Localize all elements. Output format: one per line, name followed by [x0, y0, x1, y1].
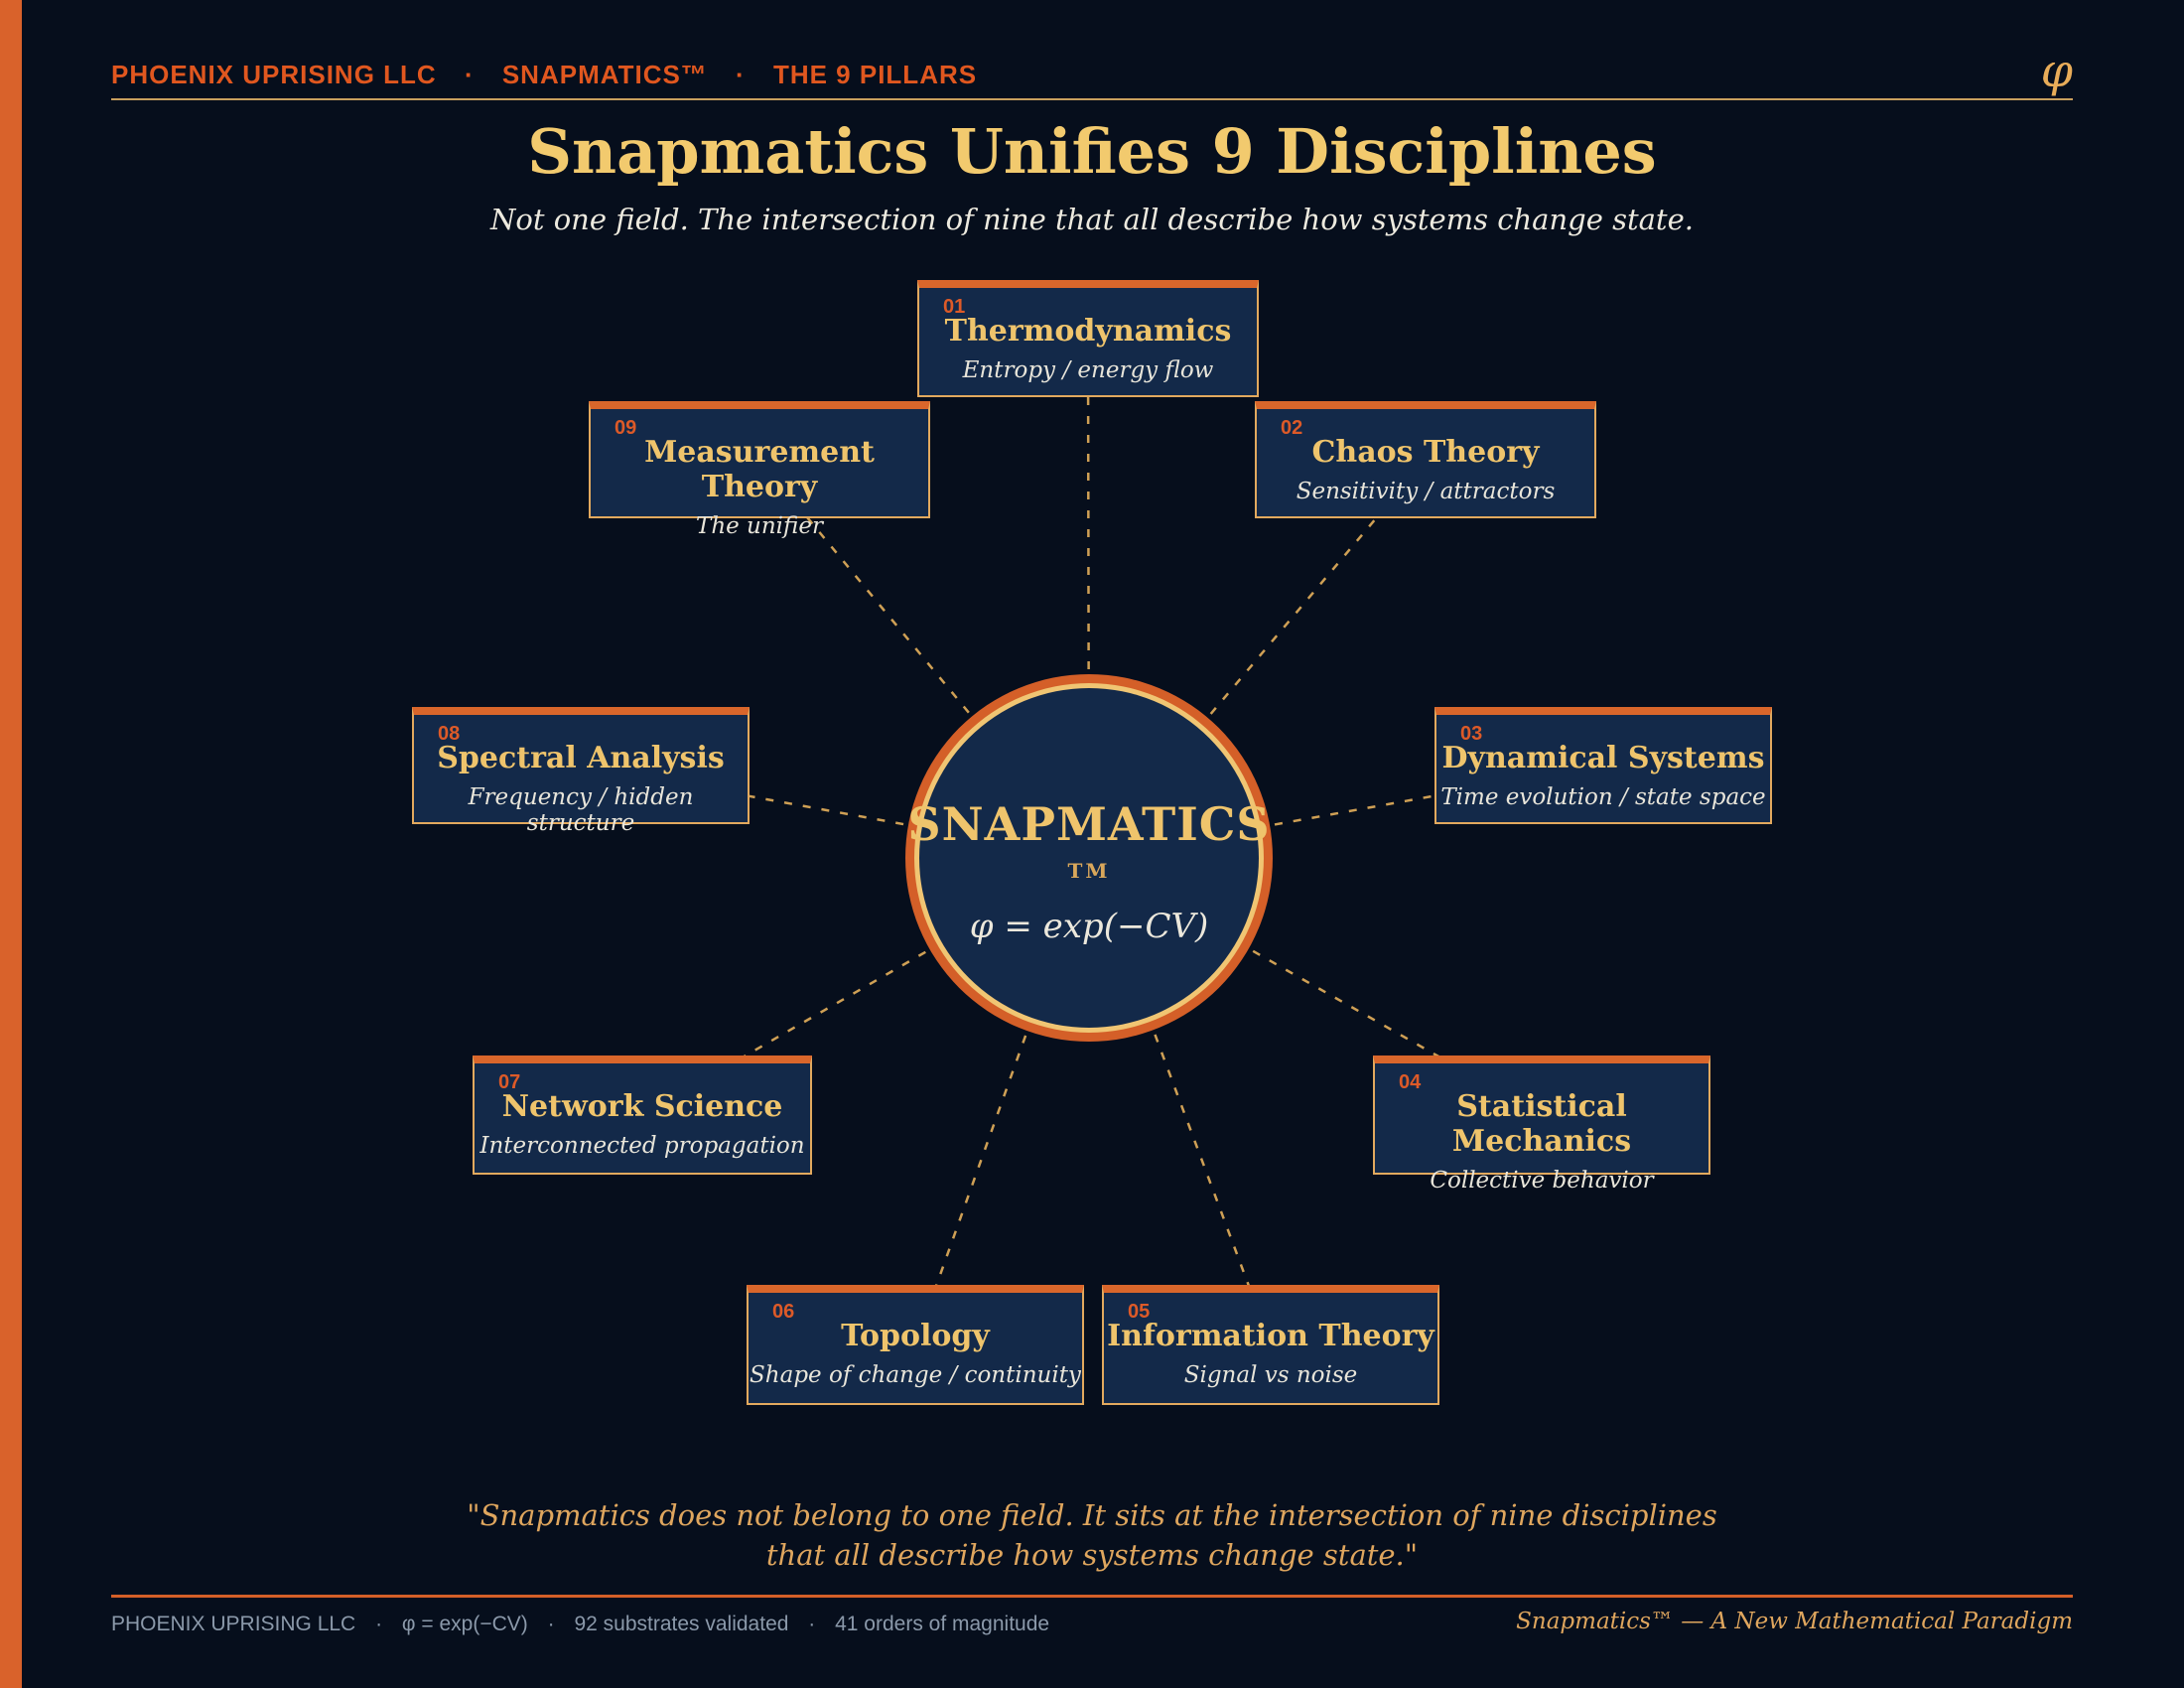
- pillar-title: Spectral Analysis: [437, 741, 725, 775]
- company-name: PHOENIX UPRISING LLC: [111, 60, 437, 89]
- pillar-subtitle: Collective behavior: [1430, 1168, 1654, 1194]
- pillar-title: Dynamical Systems: [1441, 741, 1765, 775]
- pillar-number: 05: [1128, 1301, 1151, 1323]
- pillar-subtitle: The unifier: [695, 513, 823, 539]
- separator-dot: ·: [547, 1613, 555, 1635]
- pillar-title: Statistical Mechanics: [1451, 1089, 1632, 1159]
- separator-dot: ·: [464, 60, 475, 89]
- hub-formula: φ = exp(−CV): [969, 907, 1209, 946]
- pillar-title: Network Science: [501, 1089, 783, 1124]
- separator-dot: ·: [375, 1613, 383, 1635]
- pillar-title: Measurement Theory: [644, 435, 875, 504]
- product-name: SNAPMATICS™: [501, 60, 708, 89]
- pillar-card-measurement-theory: 09 Measurement Theory The unifier: [589, 401, 930, 539]
- pillar-title: Chaos Theory: [1311, 435, 1540, 470]
- hub-brand-name: SNAPMATICS: [907, 797, 1271, 851]
- pillar-card-thermodynamics: 01 Thermodynamics Entropy / energy flow: [917, 280, 1259, 397]
- footer-substrates: 92 substrates validated: [574, 1613, 789, 1635]
- hub-gold-ring: SNAPMATICS TM φ = exp(−CV): [907, 683, 1270, 1033]
- pillar-title: Topology: [841, 1319, 990, 1353]
- central-hub-circle: SNAPMATICS TM φ = exp(−CV): [905, 674, 1273, 1042]
- footer-divider: [111, 1595, 2073, 1598]
- hub-body: SNAPMATICS TM φ = exp(−CV): [907, 688, 1270, 1028]
- header-divider: [111, 98, 2073, 100]
- pillar-subtitle: Shape of change / continuity: [750, 1362, 1081, 1388]
- pillar-number: 02: [1281, 417, 1303, 439]
- footer-formula: φ = exp(−CV): [401, 1613, 528, 1635]
- pillar-number: 03: [1460, 723, 1483, 745]
- pillar-card-statistical-mechanics: 04 Statistical Mechanics Collective beha…: [1373, 1055, 1710, 1194]
- separator-dot: ·: [808, 1613, 816, 1635]
- pillar-title: Thermodynamics: [944, 314, 1232, 349]
- pillar-card-dynamical-systems: 03 Dynamical Systems Time evolution / st…: [1434, 707, 1772, 824]
- pillar-subtitle: Interconnected propagation: [479, 1133, 805, 1159]
- trademark-label: TM: [1067, 859, 1111, 883]
- pillar-number: 06: [772, 1301, 795, 1323]
- pillar-card-topology: 06 Topology Shape of change / continuity: [747, 1285, 1084, 1405]
- footer-meta-line: PHOENIX UPRISING LLC · φ = exp(−CV) · 92…: [111, 1613, 1049, 1636]
- pillar-number: 07: [498, 1071, 521, 1093]
- pillar-card-network-science: 07 Network Science Interconnected propag…: [473, 1055, 812, 1175]
- phi-symbol-icon: φ: [2040, 44, 2073, 97]
- pillar-subtitle: Time evolution / state space: [1440, 784, 1766, 810]
- pillar-number: 04: [1399, 1071, 1422, 1093]
- pillar-card-chaos-theory: 02 Chaos Theory Sensitivity / attractors: [1255, 401, 1596, 518]
- pillar-number: 01: [943, 296, 966, 318]
- footer-magnitude: 41 orders of magnitude: [835, 1613, 1050, 1635]
- section-name: THE 9 PILLARS: [772, 60, 978, 89]
- header-brand-line: PHOENIX UPRISING LLC · SNAPMATICS™ · THE…: [111, 60, 977, 90]
- quote-line-2: that all describe how systems change sta…: [765, 1538, 1419, 1572]
- page-subtitle: Not one field. The intersection of nine …: [490, 203, 1694, 236]
- pillar-subtitle: Frequency / hidden structure: [468, 784, 694, 836]
- pillar-subtitle: Entropy / energy flow: [962, 357, 1214, 383]
- footer-company: PHOENIX UPRISING LLC: [111, 1613, 356, 1635]
- quote-line-1: "Snapmatics does not belong to one field…: [467, 1498, 1717, 1532]
- pillar-subtitle: Sensitivity / attractors: [1296, 479, 1556, 504]
- separator-dot: ·: [736, 60, 746, 89]
- pillar-card-information-theory: 05 Information Theory Signal vs noise: [1102, 1285, 1439, 1405]
- page-title: Snapmatics Unifies 9 Disciplines: [527, 115, 1657, 188]
- pillar-title: Information Theory: [1107, 1319, 1434, 1353]
- pillar-subtitle: Signal vs noise: [1183, 1362, 1358, 1388]
- pillar-number: 09: [614, 417, 637, 439]
- footer-tagline: Snapmatics™ — A New Mathematical Paradig…: [1516, 1609, 2073, 1634]
- closing-quote: "Snapmatics does not belong to one field…: [0, 1495, 2184, 1575]
- connector-line: [1088, 459, 1427, 859]
- pillar-number: 08: [438, 723, 461, 745]
- pillar-card-spectral-analysis: 08 Spectral Analysis Frequency / hidden …: [412, 707, 750, 836]
- left-accent-stripe: [0, 0, 22, 1688]
